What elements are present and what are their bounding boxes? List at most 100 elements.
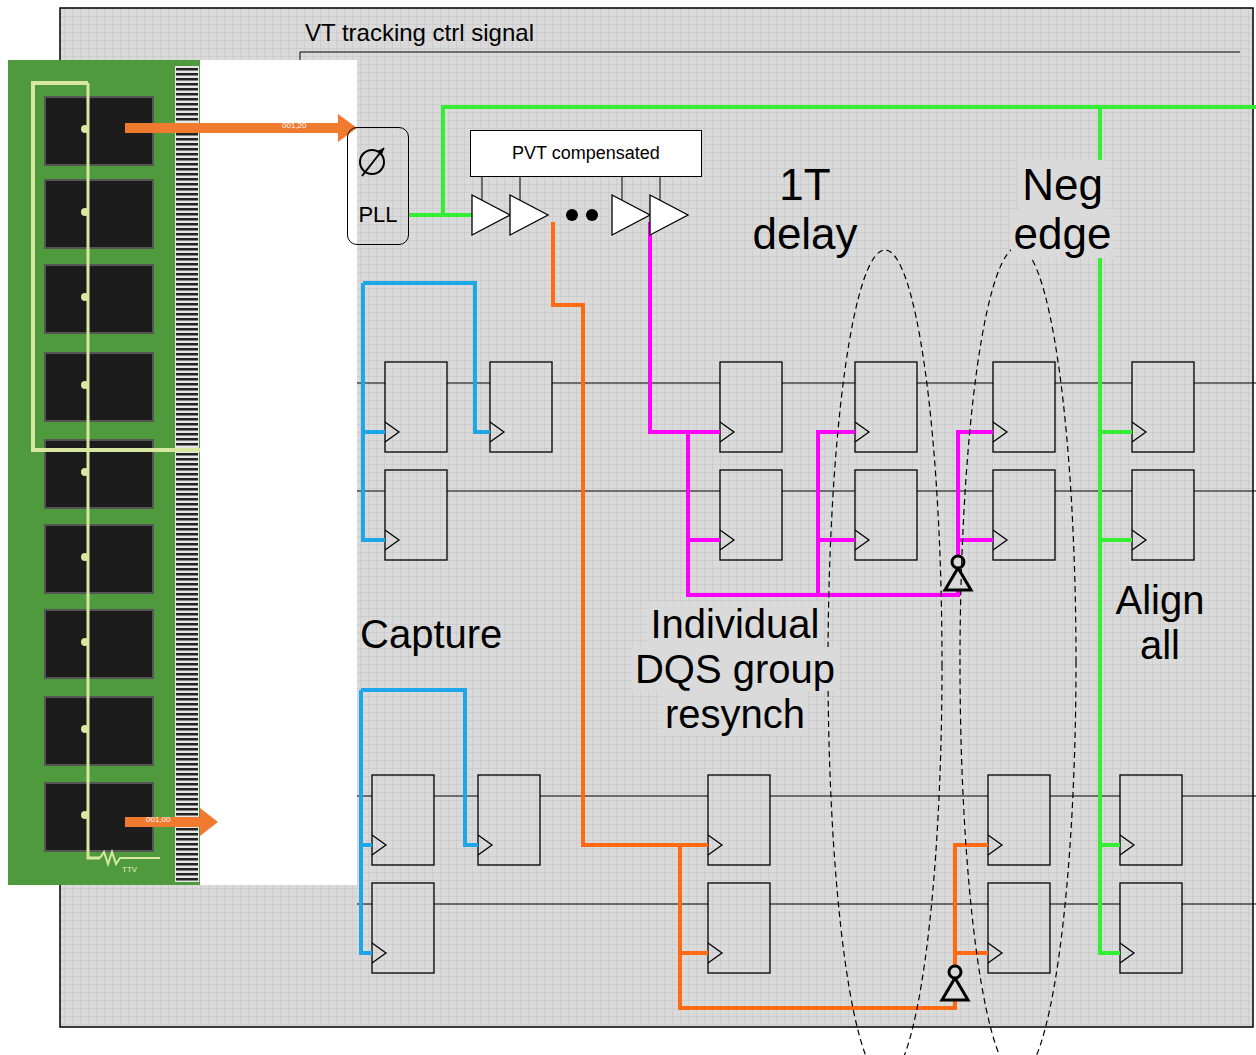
contact-finger — [176, 148, 198, 151]
contact-finger — [176, 863, 198, 866]
contact-finger — [176, 713, 198, 716]
dimm-contacts — [175, 66, 199, 882]
node-text: PLL — [358, 202, 397, 228]
control-tick — [660, 177, 661, 200]
contact-finger — [176, 458, 198, 461]
contact-finger — [176, 93, 198, 96]
contact-finger — [176, 248, 198, 251]
pll-dial-needle — [362, 148, 384, 176]
contact-finger — [176, 813, 198, 816]
contact-finger — [176, 598, 198, 601]
contact-finger — [176, 778, 198, 781]
pll-dial-tip — [377, 148, 384, 155]
contact-finger — [176, 838, 198, 841]
contact-finger — [176, 673, 198, 676]
control-tick — [622, 177, 623, 200]
clock-wire — [553, 222, 708, 845]
contact-finger — [176, 198, 198, 201]
signal-label: VT tracking ctrl signal — [305, 20, 534, 47]
arrow-head — [200, 808, 218, 836]
trace-dot — [81, 725, 89, 733]
contact-finger — [176, 523, 198, 526]
contact-finger — [176, 443, 198, 446]
contact-finger — [176, 213, 198, 216]
contact-finger — [176, 668, 198, 671]
clock-wire — [1100, 430, 1132, 434]
dashed-group — [960, 247, 1076, 1055]
contact-finger — [176, 603, 198, 606]
contact-finger — [176, 398, 198, 401]
contact-finger — [176, 333, 198, 336]
ctrl-signal-line — [300, 52, 1240, 60]
flip-flop — [855, 470, 917, 560]
dashed-group — [828, 250, 942, 1055]
contact-finger — [176, 678, 198, 681]
ellipsis-dot — [586, 209, 598, 221]
trace-dot — [81, 553, 89, 561]
clock-wire — [818, 432, 855, 595]
contact-finger — [176, 68, 198, 71]
contact-finger — [176, 643, 198, 646]
contact-finger — [176, 493, 198, 496]
contact-finger — [176, 88, 198, 91]
contact-finger — [176, 243, 198, 246]
clock-wire — [955, 951, 988, 955]
contact-finger — [176, 553, 198, 556]
flip-flop — [1120, 883, 1182, 973]
contact-finger — [176, 293, 198, 296]
contact-finger — [176, 158, 198, 161]
dram-chip — [45, 180, 153, 248]
clock-wire — [688, 432, 958, 595]
arrow-value: 001,20 — [282, 122, 306, 131]
contact-finger — [176, 468, 198, 471]
flip-flop — [385, 470, 447, 560]
contact-finger — [176, 508, 198, 511]
contact-finger — [176, 178, 198, 181]
contact-finger — [176, 583, 198, 586]
contact-finger — [176, 513, 198, 516]
node-text: PVT compensated — [512, 143, 660, 164]
clock-input — [720, 422, 734, 442]
contact-finger — [176, 858, 198, 861]
contact-finger — [176, 633, 198, 636]
clock-wire — [650, 222, 720, 432]
clock-wire — [361, 690, 372, 953]
stage-label: Individual DQS group resynch — [615, 602, 855, 736]
contact-finger — [176, 208, 198, 211]
dram-chip — [45, 525, 153, 593]
contact-finger — [176, 683, 198, 686]
contact-finger — [176, 498, 198, 501]
contact-finger — [176, 533, 198, 536]
contact-finger — [176, 788, 198, 791]
clock-wire — [363, 283, 490, 432]
clock-input — [372, 835, 386, 855]
contact-finger — [176, 353, 198, 356]
clock-input — [385, 422, 399, 442]
contact-finger — [176, 868, 198, 871]
contact-finger — [176, 453, 198, 456]
flip-flop — [993, 470, 1055, 560]
label-patch: Individual DQS group resynch — [632, 602, 838, 736]
contact-finger — [176, 618, 198, 621]
contact-finger — [176, 403, 198, 406]
arrow-value: 001,00 — [146, 816, 170, 825]
contact-finger — [176, 588, 198, 591]
control-tick — [520, 177, 521, 200]
contact-finger — [176, 183, 198, 186]
dram-chip — [45, 610, 153, 678]
resistor-label: TTV — [122, 866, 137, 875]
contact-finger — [176, 613, 198, 616]
contact-finger — [176, 338, 198, 341]
contact-finger — [176, 793, 198, 796]
clock-input — [988, 943, 1002, 963]
contact-finger — [176, 593, 198, 596]
contact-finger — [176, 413, 198, 416]
clock-input — [478, 835, 492, 855]
contact-finger — [176, 743, 198, 746]
timing-arrow — [125, 817, 202, 827]
contact-finger — [176, 388, 198, 391]
flip-flop — [720, 470, 782, 560]
flip-flop — [988, 883, 1050, 973]
clock-wire — [363, 283, 385, 540]
contact-finger — [176, 663, 198, 666]
